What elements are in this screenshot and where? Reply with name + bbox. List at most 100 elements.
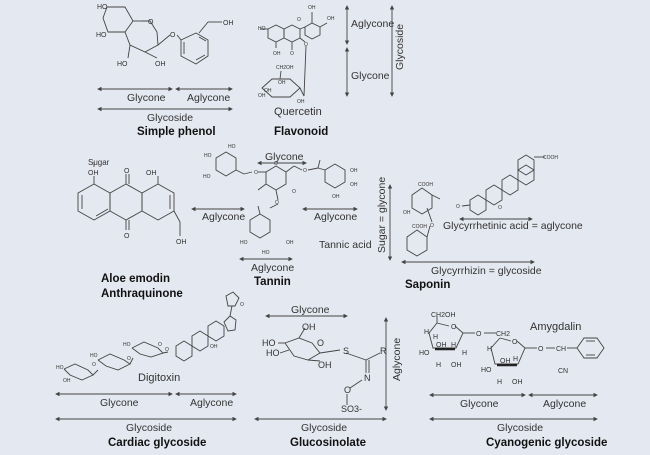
atom-oh: OH [223, 20, 234, 27]
atom-o: O [297, 17, 301, 23]
atom-ho: HO [419, 350, 430, 357]
atom-o: O [498, 205, 502, 211]
atom-o: O [240, 302, 244, 308]
atom-ho: HO [262, 338, 276, 348]
atom-h: H [513, 356, 518, 363]
saponin-aglycone-label: Glycyrrhetinic acid = aglycone [443, 220, 583, 232]
simple-phenol-aglycone-label: Aglycone [187, 92, 231, 104]
atom-o: O [292, 189, 296, 195]
digitoxin-structure: HO HO HO OH OH O O O O O [55, 291, 244, 422]
atom-h: H [451, 342, 456, 349]
atom-h: H [433, 334, 438, 341]
atom-oh: OH [350, 168, 358, 174]
cardiac-aglycone-label: Aglycone [190, 397, 234, 409]
atom-oh: OH [436, 342, 447, 349]
anthraquinone-title: Anthraquinone [101, 288, 183, 300]
cyanogenic-glycone-label: Glycone [460, 398, 499, 410]
atom-o: O [304, 42, 308, 48]
atom-ho: HO [97, 4, 108, 11]
tannin-aglycone-left-label: Aglycone [202, 211, 246, 223]
atom-oh: OH [63, 378, 71, 384]
cyanogenic-aglycone-label: Aglycone [543, 398, 587, 410]
atom-oh: OH [146, 170, 157, 177]
atom-oh: OH [403, 210, 411, 216]
atom-ho: HO [262, 250, 270, 256]
atom-o: O [124, 168, 130, 175]
atom-oh: OH [512, 379, 523, 386]
cyanogenic-glycoside-title: Cyanogenic glycoside [486, 437, 608, 449]
glucosinolate-structure: OH HO HO O OH S R N O SO3- [254, 313, 389, 422]
cyanogenic-glycoside-label: Glycoside [497, 422, 544, 434]
atom-oh: OH [273, 51, 281, 57]
cardiac-glycoside-title: Cardiac glycoside [108, 437, 207, 449]
atom-ch2oh: CH2OH [276, 65, 294, 71]
atom-ho: HO [240, 240, 248, 246]
atom-oh: OH [500, 358, 511, 365]
flavonoid-title: Flavonoid [274, 126, 329, 138]
atom-o: O [344, 385, 351, 395]
saponin-sugar-label: Sugar = glycone [376, 176, 388, 253]
flavonoid-aglycone-label: Aglycone [351, 18, 395, 30]
tannin-title: Tannin [254, 276, 291, 288]
glucosinolate-title: Glucosinolate [290, 437, 367, 449]
sugar-label: Sugar [88, 158, 110, 167]
atom-h: H [487, 346, 492, 353]
atom-o: O [158, 342, 162, 348]
cardiac-glycone-label: Glycone [100, 397, 139, 409]
glucosinolate-aglycone-label: Aglycone [391, 337, 403, 381]
atom-ho: HO [90, 353, 98, 359]
atom-ch: CH [556, 346, 566, 353]
atom-o: O [456, 204, 460, 210]
quercetin-structure: HO OH OH OH O O O CH2OH OH OH OH OH [258, 5, 395, 105]
atom-h: H [462, 350, 467, 357]
atom-ho: HO [56, 365, 64, 371]
atom-cooh: COOH [543, 155, 558, 161]
atom-oh: OH [308, 5, 316, 11]
atom-cooh: COOH [412, 224, 427, 230]
atom-oh: OH [88, 170, 99, 177]
quercetin-label: Quercetin [274, 106, 322, 118]
atom-s: S [343, 346, 349, 356]
atom-oh: OH [176, 239, 187, 246]
atom-oh: OH [302, 322, 316, 332]
atom-oh: OH [297, 99, 305, 105]
atom-ho: HO [96, 32, 107, 39]
atom-o: O [512, 339, 518, 346]
atom-ho: HO [228, 144, 236, 150]
simple-phenol-glycoside-label: Glycoside [147, 112, 194, 124]
simple-phenol-glycone-label: Glycone [127, 92, 166, 104]
atom-oh: OH [451, 362, 462, 369]
atom-o: O [538, 346, 544, 353]
atom-oh: OH [327, 16, 335, 22]
atom-o: O [275, 200, 279, 206]
flavonoid-glycoside-label: Glycoside [394, 23, 406, 70]
atom-h: H [497, 379, 502, 386]
tannic-acid-label: Tannic acid [319, 239, 372, 251]
tannic-acid-structure: HO HO HO O O O O OH OH OH HO OH HO O [191, 144, 358, 262]
atom-o: O [124, 233, 130, 240]
atom-oh: OH [155, 61, 166, 68]
atom-o: O [303, 168, 307, 174]
aloe-emodin-title: Aloe emodin [101, 273, 171, 285]
atom-o: O [476, 331, 482, 338]
atom-ch2: CH2 [496, 331, 510, 338]
simple-phenol-structure: HO HO HO OH O O OH [96, 4, 234, 112]
saponin-title: Saponin [405, 279, 451, 291]
atom-o: O [165, 347, 169, 353]
atom-o: O [254, 170, 258, 176]
atom-o: O [317, 338, 324, 348]
amygdalin-structure: CH2OH O O CH2 O O CH CN H H OH H HO H OH… [419, 312, 605, 422]
atom-oh: OH [264, 88, 272, 94]
atom-o: O [451, 324, 457, 331]
atom-ho: HO [117, 61, 128, 68]
atom-ch2oh: CH2OH [431, 312, 456, 319]
amygdalin-label: Amygdalin [530, 321, 582, 333]
flavonoid-glycone-label: Glycone [351, 70, 390, 82]
atom-oh: OH [210, 344, 218, 350]
atom-oh: OH [278, 80, 286, 86]
atom-n: N [364, 373, 371, 383]
digitoxin-label: Digitoxin [138, 372, 181, 384]
atom-ho: HO [204, 153, 212, 159]
